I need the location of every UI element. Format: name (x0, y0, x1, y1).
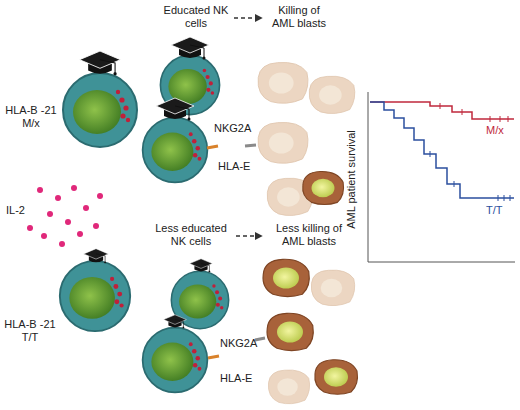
aml-blast (258, 62, 355, 215)
il2-dots (27, 185, 103, 247)
curve-label: T/T (486, 204, 516, 217)
hla-e-molecule (245, 145, 256, 146)
survival-chart (368, 92, 515, 262)
graduation-hat (80, 37, 209, 121)
receptor-label: NKG2A (220, 337, 264, 350)
axis-label: AML patient survival (345, 105, 358, 255)
heading: Educated NK cells (160, 4, 232, 30)
nkg2a-receptor (208, 356, 219, 358)
cytokine-label: IL-2 (6, 204, 32, 217)
graduation-hat (84, 249, 213, 329)
dashed-arrow (234, 17, 262, 18)
nk-cell (60, 261, 229, 393)
nk-cell (63, 55, 220, 182)
heading: Less killing of AML blasts (266, 222, 352, 248)
ligand-label: HLA-E (220, 372, 256, 385)
nkg2a-receptor (207, 146, 218, 148)
ligand-label: HLA-E (218, 160, 254, 173)
genotype-label: HLA-B -21 T/T (2, 318, 58, 344)
heading: Less educated NK cells (148, 222, 234, 248)
receptor-label: NKG2A (214, 122, 258, 135)
dashed-arrow (236, 235, 262, 236)
curve-label: M/x (486, 124, 516, 137)
aml-blast (263, 259, 357, 403)
heading: Killing of AML blasts (266, 4, 332, 30)
genotype-label: HLA-B -21 M/x (2, 104, 60, 130)
